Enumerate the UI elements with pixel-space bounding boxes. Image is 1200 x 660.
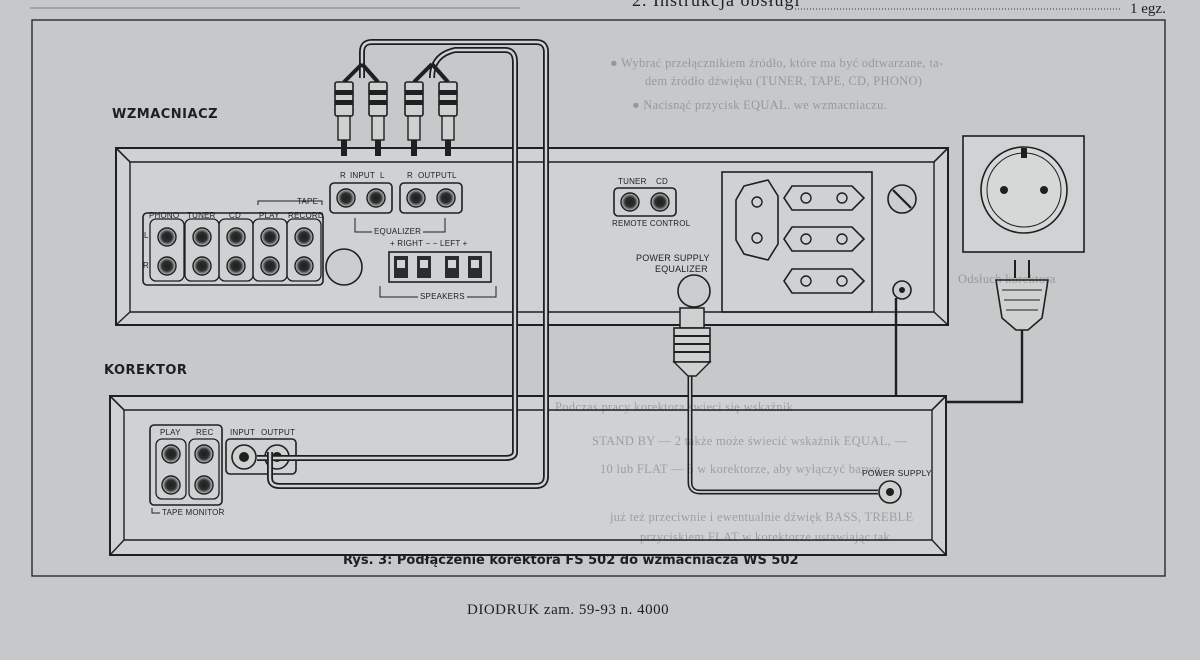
amplifier-title: WZMACNIACZ bbox=[112, 107, 219, 122]
amp-input-record: RECORD bbox=[288, 211, 324, 220]
equalizer-input-jacks bbox=[329, 182, 393, 214]
corrector-power-supply-label: POWER SUPPLY bbox=[862, 468, 932, 478]
input-jacks-panel bbox=[142, 212, 324, 286]
amp-equalizer-label: EQUALIZER bbox=[372, 227, 424, 236]
corrector-output-label: OUTPUT bbox=[261, 428, 296, 437]
remote-cd-label: CD bbox=[656, 177, 668, 186]
amp-output-l: L bbox=[452, 171, 457, 180]
amp-input-cd: CD bbox=[229, 211, 241, 220]
power-supply-equalizer-label-1: POWER SUPPLY bbox=[636, 253, 710, 263]
power-supply-equalizer-label-2: EQUALIZER bbox=[655, 264, 708, 274]
amp-speakers-label: SPEAKERS bbox=[418, 292, 467, 301]
ac-outlets-panel bbox=[721, 171, 873, 313]
ground-terminal bbox=[325, 248, 363, 286]
instruction-quantity: 1 egz. bbox=[1130, 1, 1166, 17]
signal-cables bbox=[257, 39, 878, 495]
amp-tape-label: TAPE bbox=[297, 197, 319, 206]
amp-speaker-polarity: + RIGHT − − LEFT + bbox=[390, 239, 468, 248]
amp-side-r: R bbox=[143, 261, 149, 270]
remote-tuner-label: TUNER bbox=[618, 177, 647, 186]
power-supply-din-plug bbox=[672, 307, 712, 377]
corrector-tape-monitor-label: TAPE MONITOR bbox=[160, 508, 227, 517]
mains-plug bbox=[894, 260, 1049, 404]
amplifier-unit bbox=[115, 147, 949, 326]
speaker-terminals bbox=[379, 251, 497, 298]
corrector-input-label: INPUT bbox=[230, 428, 255, 437]
corrector-title: KOREKTOR bbox=[104, 363, 188, 378]
amp-input-phono: PHONO bbox=[149, 211, 180, 220]
amp-input-r: R bbox=[340, 171, 346, 180]
frame-border bbox=[31, 19, 1166, 577]
amp-output-r: R bbox=[407, 171, 413, 180]
amp-rca-jacks bbox=[157, 227, 314, 276]
instruction-line: 2. Instrukcja obsługi bbox=[632, 0, 801, 10]
amp-side-l: L bbox=[144, 231, 149, 240]
amp-output-label: OUTPUT bbox=[418, 171, 453, 180]
rca-plugs bbox=[334, 81, 458, 156]
power-supply-equalizer-socket bbox=[677, 274, 711, 308]
printer-footer: DIODRUK zam. 59-93 n. 4000 bbox=[467, 602, 670, 618]
amp-input-label: INPUT bbox=[350, 171, 375, 180]
corrector-play-label: PLAY bbox=[160, 428, 181, 437]
remote-control-label: REMOTE CONTROL bbox=[612, 219, 691, 228]
remote-control-jacks bbox=[613, 187, 677, 217]
amp-input-play: PLAY bbox=[259, 211, 280, 220]
equalizer-output-jacks bbox=[399, 182, 463, 214]
amp-input-l: L bbox=[380, 171, 385, 180]
wall-socket bbox=[962, 135, 1085, 253]
tape-monitor-jacks bbox=[149, 424, 223, 506]
figure-caption: Rys. 3: Podłączenie korektora FS 502 do … bbox=[343, 553, 799, 568]
corrector-unit bbox=[109, 395, 947, 556]
amp-input-tuner: TUNER bbox=[187, 211, 216, 220]
corrector-rec-label: REC bbox=[196, 428, 214, 437]
